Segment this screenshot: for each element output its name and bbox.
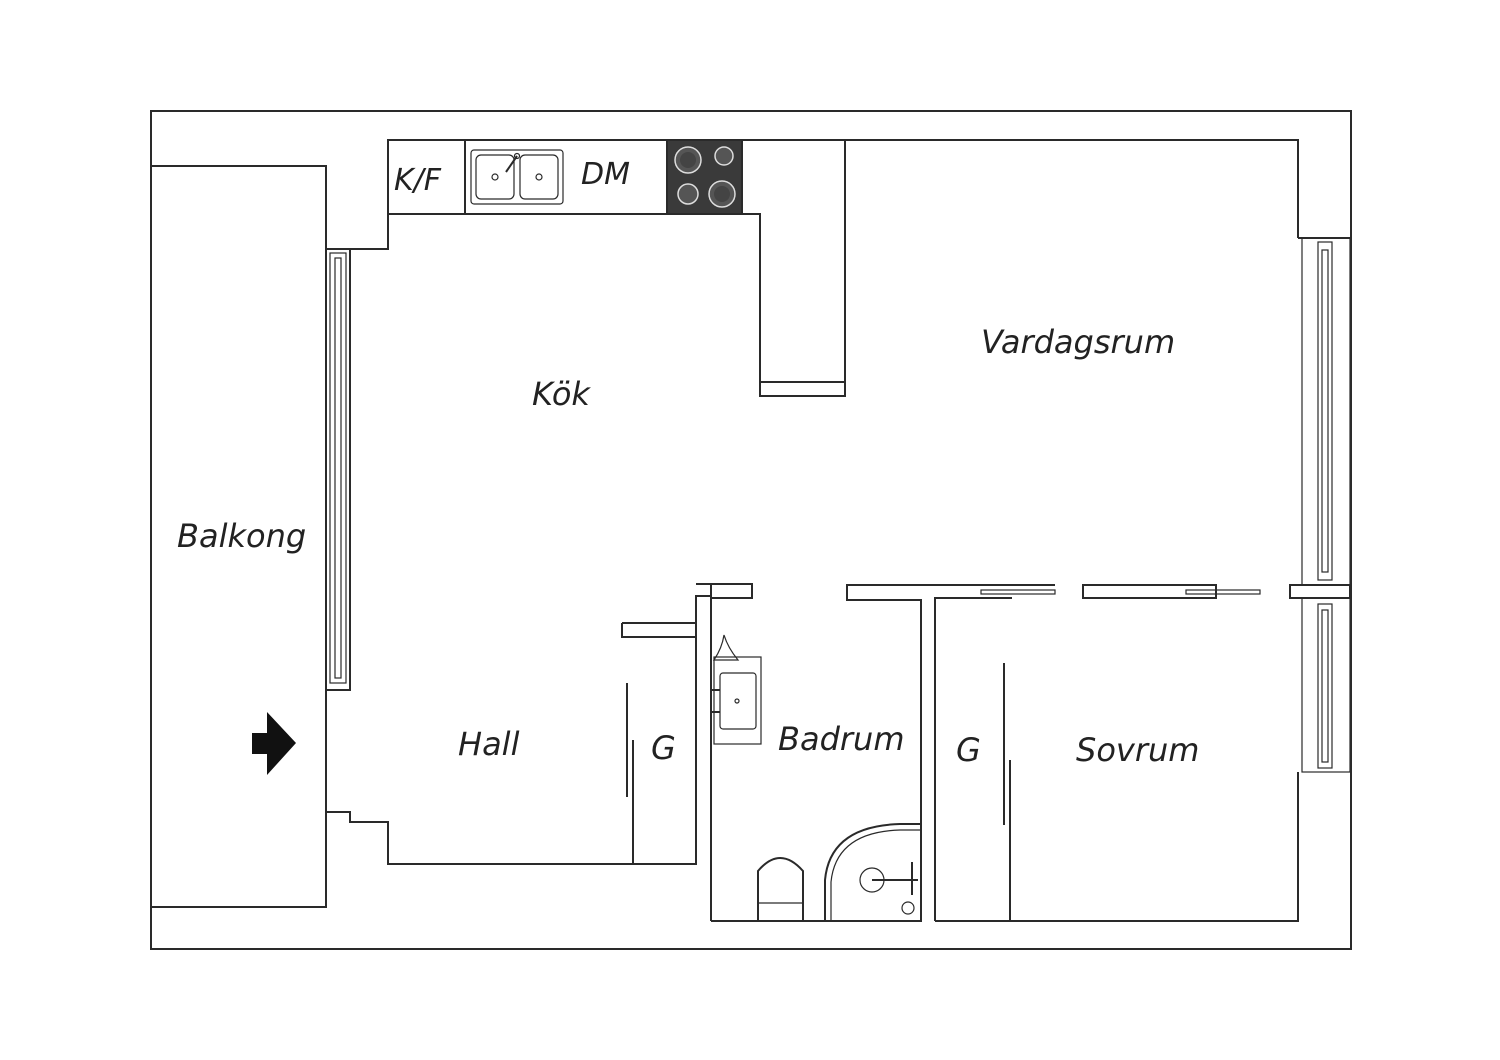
room-label-garderob-hall: G bbox=[651, 729, 676, 767]
room-label-balkong: Balkong bbox=[177, 517, 306, 555]
bath-wall-top bbox=[710, 583, 753, 599]
wall-stub-right bbox=[1289, 584, 1351, 599]
apartment-walls bbox=[325, 139, 1350, 922]
kitchen-sink bbox=[470, 149, 564, 205]
balcony-door bbox=[329, 252, 347, 684]
window-right-lower bbox=[1301, 597, 1351, 773]
hall-wall-stub bbox=[621, 622, 697, 638]
window-right-upper bbox=[1301, 237, 1351, 587]
shower bbox=[824, 823, 921, 921]
outer-boundary bbox=[150, 110, 1352, 950]
room-label-sovrum: Sovrum bbox=[1076, 731, 1199, 769]
label-dishwasher: DM bbox=[581, 157, 630, 192]
wardrobe-bedroom-door bbox=[1003, 663, 1011, 921]
stove bbox=[666, 139, 743, 215]
label-fridge-freezer: K/F bbox=[394, 163, 442, 198]
room-label-badrum: Badrum bbox=[778, 720, 904, 758]
toilet bbox=[757, 857, 804, 921]
room-label-garderob-sovrum: G bbox=[956, 731, 981, 769]
room-label-kok: Kök bbox=[532, 375, 591, 413]
room-label-hall: Hall bbox=[458, 725, 520, 763]
bedroom-top-wall bbox=[935, 584, 1261, 599]
bathroom-basin bbox=[712, 634, 762, 745]
wardrobe-hall-door bbox=[626, 683, 634, 864]
room-label-vardagsrum: Vardagsrum bbox=[981, 323, 1175, 361]
arrow-right-icon bbox=[252, 712, 296, 775]
